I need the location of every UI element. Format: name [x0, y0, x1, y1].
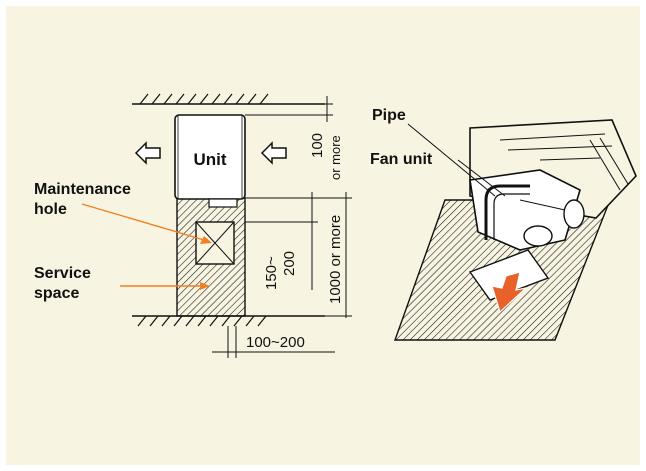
- maintenance-hole-label-line1: Maintenance: [34, 181, 131, 198]
- side-offset-dimension: [212, 326, 335, 358]
- maintenance-hole-leader: [81, 203, 212, 244]
- floor-hatch-bottom: [132, 315, 325, 327]
- maintenance-hole-label-line2: hole: [34, 201, 67, 218]
- ceiling-hatch-top: [132, 93, 325, 105]
- service-space-leader: [120, 282, 210, 290]
- fan-motor: [523, 225, 553, 247]
- unit-label: Unit: [193, 150, 226, 169]
- fan-unit-label: Fan unit: [370, 151, 433, 168]
- airflow-arrow-right-icon: [260, 141, 287, 165]
- hole-offset-line1: 150~: [263, 256, 280, 290]
- airflow-down-arrow-icon: [491, 271, 528, 314]
- service-space-label-line1: Service: [34, 265, 91, 282]
- fan-unit-leader: [457, 159, 506, 197]
- hole-offset-line2: 200: [281, 251, 298, 276]
- unit-box: [174, 114, 246, 208]
- service-depth-label: 1000 or more: [327, 215, 344, 304]
- top-clearance-value: 100: [309, 133, 326, 158]
- service-dimension-lines: [245, 192, 352, 318]
- top-clearance-dimension: [245, 96, 333, 122]
- airflow-arrow-left-icon: [134, 141, 161, 165]
- pipe-leader: [407, 123, 496, 197]
- isometric-view: [394, 119, 637, 341]
- top-clearance-suffix: or more: [328, 135, 343, 180]
- pipe-shape: [484, 184, 530, 240]
- service-space-label-line2: space: [34, 285, 79, 302]
- side-offset-label: 100~200: [246, 334, 305, 351]
- pipe-label: Pipe: [372, 107, 406, 124]
